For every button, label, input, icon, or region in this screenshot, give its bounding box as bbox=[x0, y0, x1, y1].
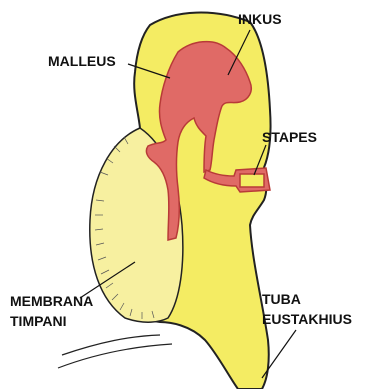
stapes-footplate bbox=[240, 174, 264, 187]
label-inkus: INKUS bbox=[238, 11, 282, 27]
canal-line-lower bbox=[58, 344, 172, 368]
label-membrana-line1: MEMBRANA bbox=[10, 293, 93, 309]
label-tuba-line1: TUBA bbox=[262, 291, 301, 307]
label-membrana-line2: TIMPANI bbox=[10, 313, 67, 329]
label-tuba-line2: EUSTAKHIUS bbox=[262, 311, 352, 327]
label-malleus: MALLEUS bbox=[48, 53, 116, 69]
label-stapes: STAPES bbox=[262, 129, 317, 145]
